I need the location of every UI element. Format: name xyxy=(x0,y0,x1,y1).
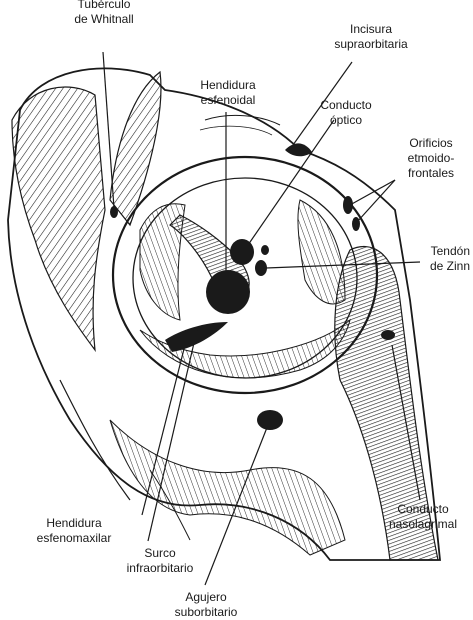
zinn-tendon xyxy=(255,260,267,276)
leader-lines xyxy=(102,51,421,586)
lateral-wall xyxy=(139,203,186,321)
label-whitnall-tubercle: Tubérculo de Whitnall xyxy=(74,0,134,26)
ethmoidal-foramen-2 xyxy=(352,217,360,231)
label-infraorbital-groove: Surco infraorbitario xyxy=(126,546,194,575)
sphenoidal-fissure-dark xyxy=(206,270,250,314)
label-supraorbital-notch: Incisura supraorbitaria xyxy=(334,22,408,51)
label-sphenomaxillary-fissure: Hendidura esfenomaxilar xyxy=(36,516,112,545)
nasolacrimal-canal xyxy=(381,330,395,340)
maxilla-region xyxy=(109,419,346,556)
infraorbital-foramen xyxy=(257,410,283,430)
label-optic-canal: Conducto óptico xyxy=(320,98,372,127)
supraorbital-notch xyxy=(285,143,312,157)
inferior-fissure xyxy=(165,322,228,352)
label-suborbital-foramen: Agujero suborbitario xyxy=(174,590,238,619)
whitnall-tubercle xyxy=(110,206,118,218)
temporal-region xyxy=(11,86,106,353)
orbital-floor xyxy=(139,318,351,379)
medial-wall xyxy=(297,199,346,305)
ethmoidal-foramen-1 xyxy=(343,196,353,214)
frontal-process xyxy=(109,70,162,227)
label-sphenoidal-fissure: Hendidura esfenoidal xyxy=(200,78,256,107)
optic-canal xyxy=(230,239,254,265)
label-ethmoidal-foramina: Orificios etmoido- frontales xyxy=(407,136,455,180)
label-nasolacrimal-canal: Conducto nasolagrimal xyxy=(388,502,458,531)
orbital-rim xyxy=(111,155,379,395)
label-zinn-tendon: Tendón de Zinn xyxy=(429,244,470,273)
